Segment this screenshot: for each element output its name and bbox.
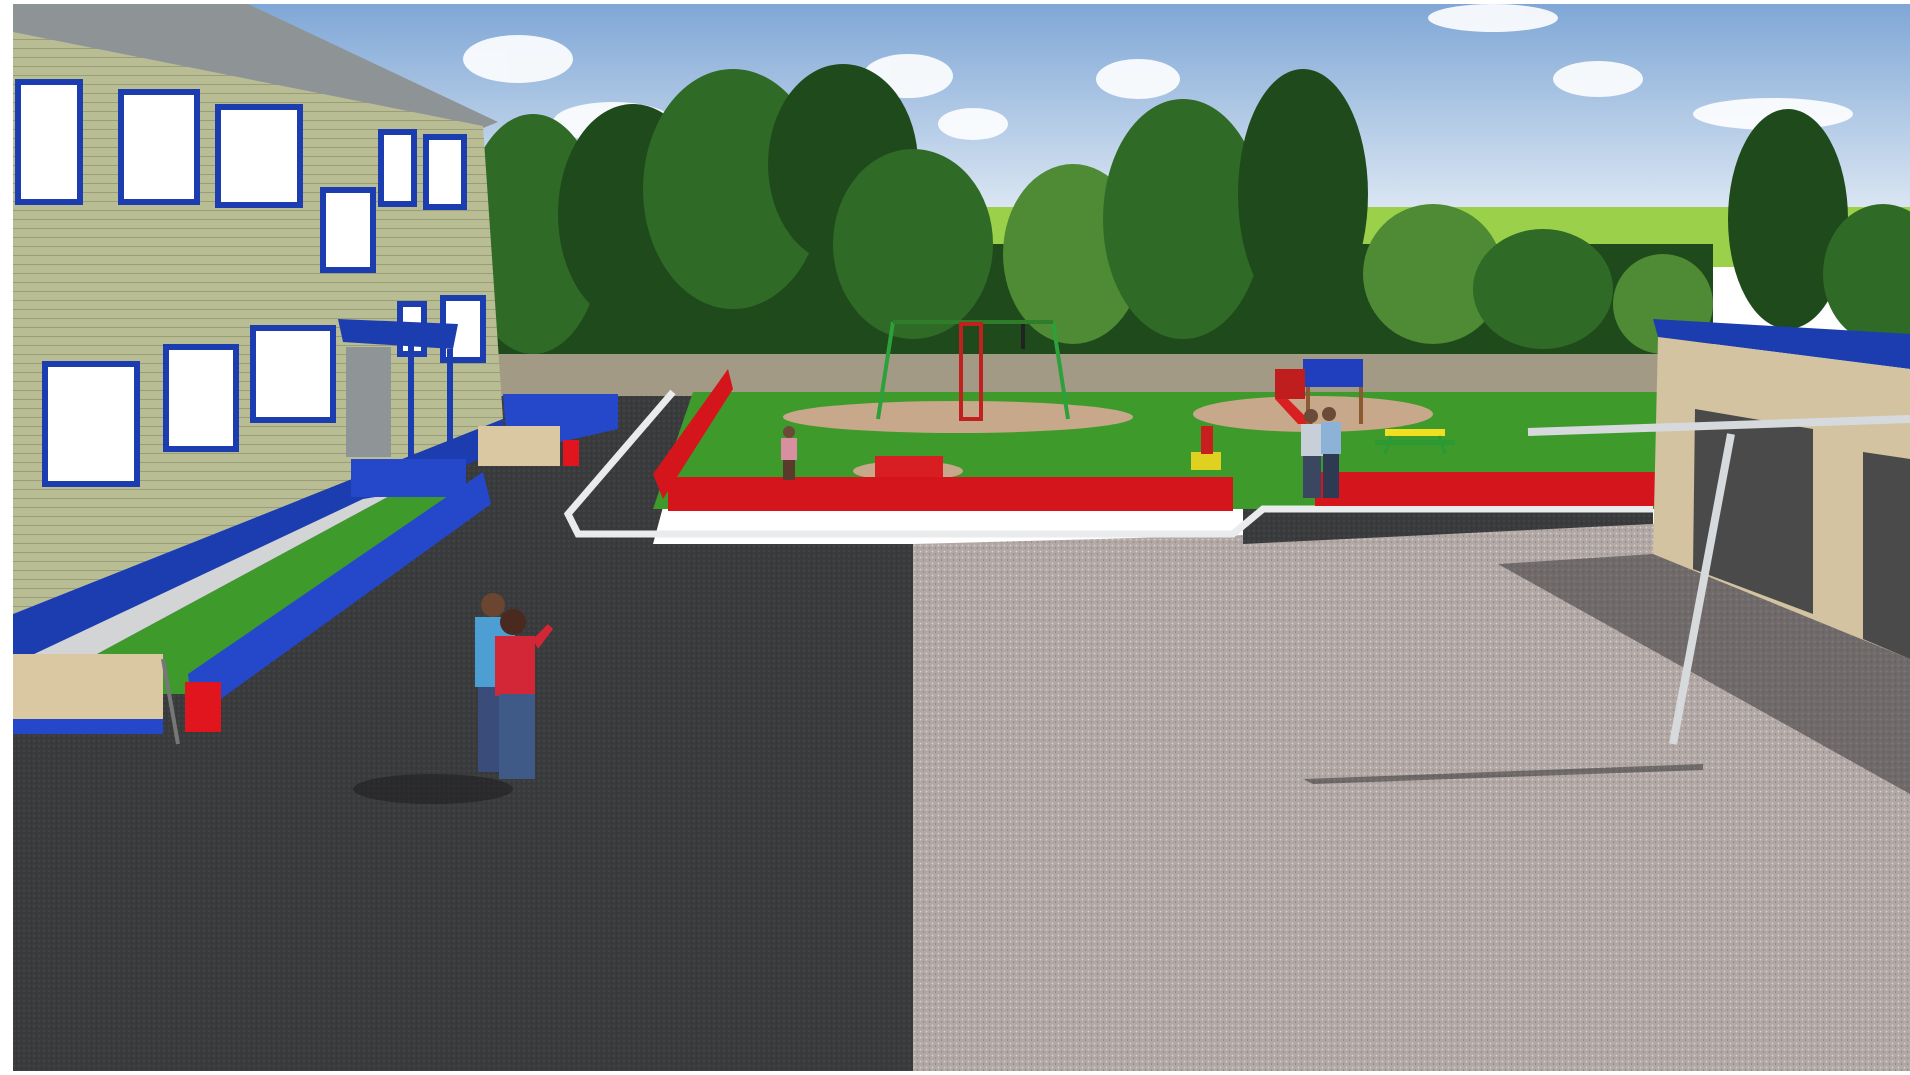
trash-bin-front (185, 682, 221, 732)
slide-complex (1275, 359, 1363, 424)
courtyard-scene (13, 4, 1910, 1071)
gravel-area (913, 524, 1910, 1071)
trash-bin-entrance (563, 440, 579, 466)
building-sidewalk (13, 494, 393, 694)
clothesline-pole (1303, 415, 1910, 784)
bench-near-building (13, 654, 180, 745)
sand-patch-swings (783, 401, 1133, 433)
building-entrance (338, 319, 458, 469)
asphalt-driveway (1243, 504, 1653, 544)
swing-set (876, 320, 1070, 421)
apartment-building (13, 4, 503, 664)
picnic-table (1375, 429, 1455, 455)
bench-near-entrance (478, 426, 560, 466)
person-near-sandbox (781, 426, 797, 480)
couple-at-gate (1301, 407, 1341, 498)
garage-shadow (1498, 554, 1910, 794)
garage-roof (1653, 319, 1910, 369)
tree-line (463, 64, 1910, 364)
spring-rider (1191, 426, 1221, 470)
curb (563, 389, 1653, 538)
couple-foreground (353, 593, 553, 804)
building-roof (13, 4, 498, 128)
scene-frame (13, 4, 1910, 1071)
sandbox (875, 456, 943, 478)
red-fence (653, 369, 1657, 511)
garage-door-right (1863, 452, 1910, 659)
building-lawn (23, 494, 463, 694)
